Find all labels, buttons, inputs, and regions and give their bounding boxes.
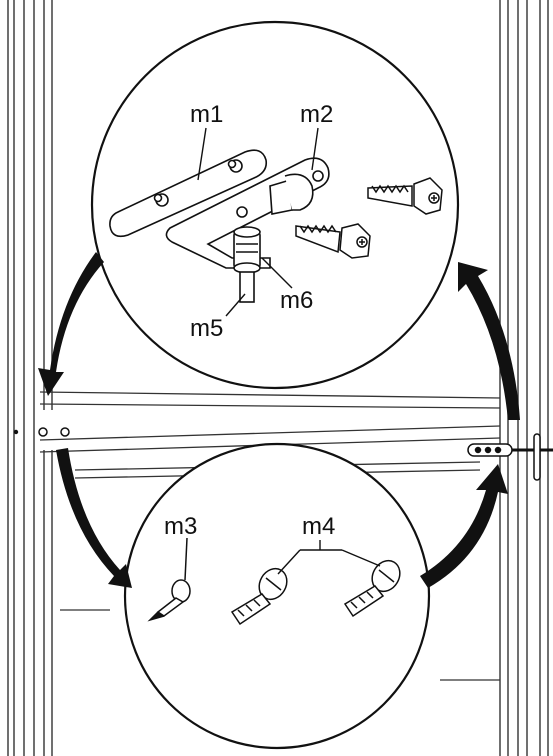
hinge-holes <box>13 427 70 437</box>
leader-lines-bottom <box>277 540 381 575</box>
nail-icon <box>147 537 191 622</box>
key-icon <box>343 559 401 618</box>
hinge-pin-m6 <box>233 226 261 303</box>
label-m3: m3 <box>164 513 197 540</box>
label-m1: m1 <box>190 101 223 128</box>
key-icon <box>230 567 288 626</box>
label-m2: m2 <box>300 101 333 128</box>
latch-icon <box>467 433 553 481</box>
screw-icon <box>295 223 371 259</box>
screw-icon <box>367 177 443 215</box>
leader-lines-top <box>197 127 319 317</box>
arrow-icon <box>38 252 520 588</box>
label-m5: m5 <box>190 315 223 342</box>
door-frame <box>7 0 549 756</box>
hinge-bracket-m2 <box>165 157 330 269</box>
label-m6: m6 <box>280 287 313 314</box>
hinge-plate-m1 <box>109 149 268 238</box>
label-m4: m4 <box>302 513 335 540</box>
